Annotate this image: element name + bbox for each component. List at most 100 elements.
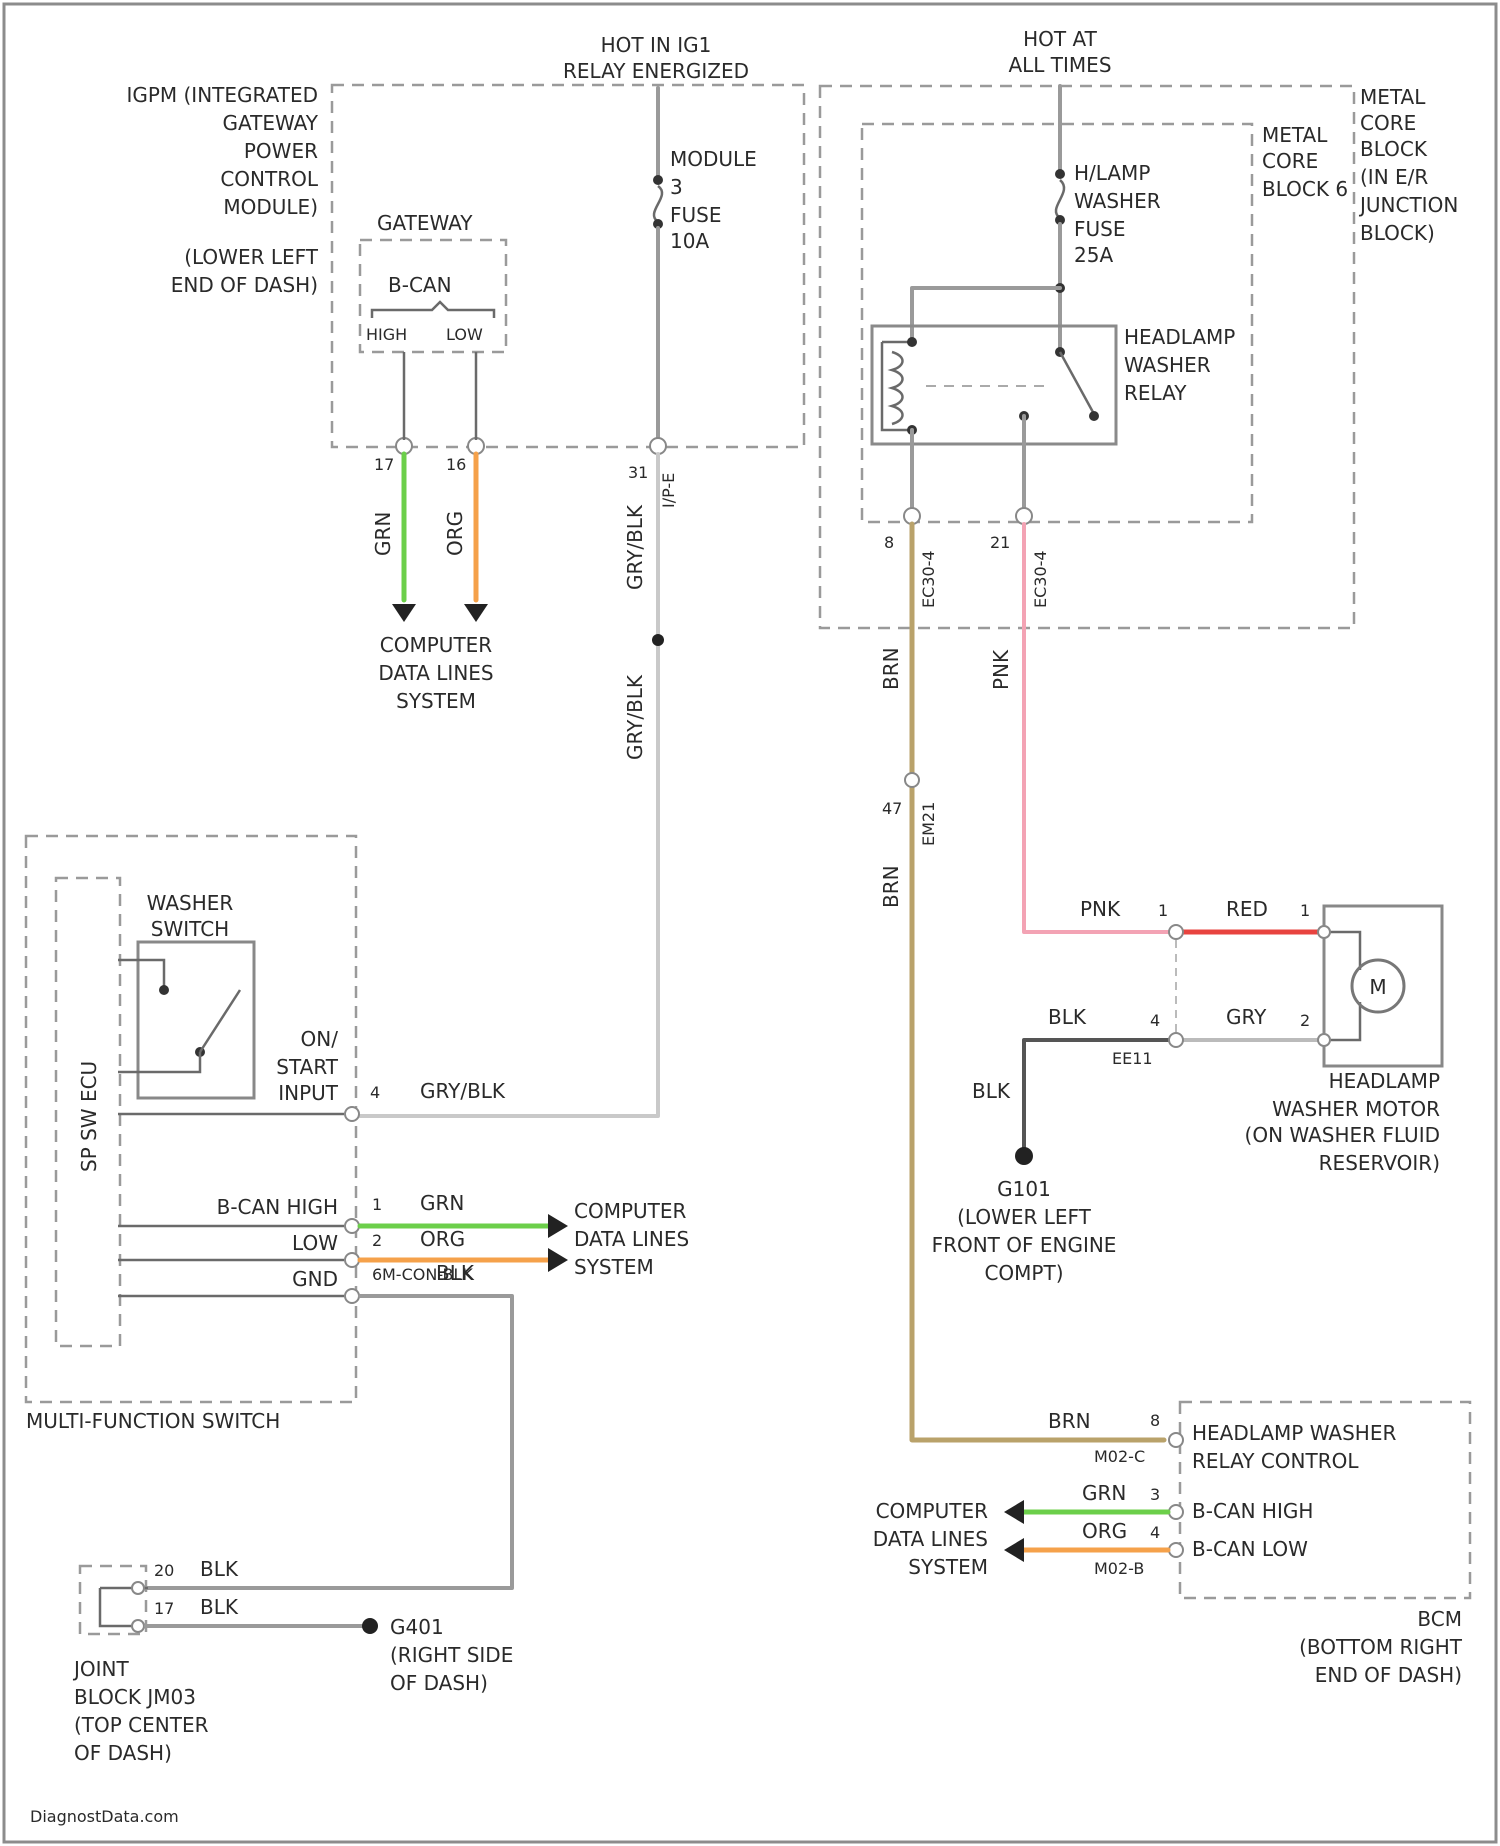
mfs-pin-4: 4 [370, 1083, 380, 1102]
jb-pin-20: 20 [154, 1561, 174, 1580]
hlamp-fuse-symbol [1056, 180, 1064, 218]
bcm-bcan-low: B-CAN LOW [1192, 1537, 1308, 1561]
relay-connector-a: EC30-4 [919, 550, 938, 608]
igpm-module: IGPM (INTEGRATED GATEWAY POWER CONTROL M… [126, 33, 804, 447]
brn-wire-label-bcm: BRN [1048, 1409, 1091, 1433]
computer-data-mid-0: COMPUTER [574, 1199, 687, 1223]
mfs-org-label: ORG [420, 1227, 465, 1251]
motor-connector-name: EE11 [1112, 1049, 1153, 1068]
jb-label-0: JOINT [72, 1657, 130, 1681]
gateway-label: GATEWAY [377, 211, 473, 235]
igpm-ign-pin: 31 [628, 463, 648, 482]
g101-2: FRONT OF ENGINE [932, 1233, 1117, 1257]
red-wire-label: RED [1226, 897, 1268, 921]
computer-data-bcm-1: DATA LINES [873, 1527, 988, 1551]
module-fuse-3: 10A [670, 229, 709, 253]
mfs-feed-label: GRY/BLK [420, 1079, 506, 1103]
washer-switch-1: SWITCH [151, 917, 229, 941]
hlamp-fuse-0: H/LAMP [1074, 161, 1150, 185]
hl-relay-0: HEADLAMP [1124, 325, 1235, 349]
pnk-wire-label-vertical: PNK [989, 649, 1013, 690]
igpm-connectors: 17 16 31 I/P-E [374, 438, 678, 508]
inline-connector [905, 773, 919, 787]
motor-pin-1: 1 [1300, 901, 1310, 920]
connector-pin-1: 1 [1158, 901, 1168, 920]
motor-label-1: WASHER MOTOR [1272, 1097, 1440, 1121]
bcm-grn-label: GRN [1082, 1481, 1126, 1505]
washer-switch-contact [200, 990, 240, 1052]
footer-watermark: DiagnostData.com [30, 1807, 179, 1826]
bcm-connector-b: M02-B [1094, 1559, 1144, 1578]
blk-wire-label-top: BLK [1048, 1005, 1087, 1029]
computer-data-top-1: DATA LINES [378, 661, 493, 685]
on-start-2: INPUT [278, 1081, 339, 1105]
hot-all-0: HOT AT [1023, 27, 1097, 51]
igpm-label-1: GATEWAY [222, 111, 318, 135]
inline-pin: 47 [882, 799, 902, 818]
gateway-low: LOW [446, 325, 483, 344]
bcm-hl-control-1: RELAY CONTROL [1192, 1449, 1359, 1473]
g401-1: (RIGHT SIDE [390, 1643, 513, 1667]
gw-high-pin: 17 [374, 455, 394, 474]
module-fuse-1: 3 [670, 175, 683, 199]
metal-inner-0: METAL [1262, 123, 1328, 147]
washer-switch-box [138, 942, 254, 1098]
metal-core-block: HOT AT ALL TIMES METAL CORE BLOCK (IN E/… [820, 27, 1458, 628]
g101-0: G101 [997, 1177, 1051, 1201]
jb-label-3: OF DASH) [74, 1741, 172, 1765]
hlamp-fuse-3: 25A [1074, 243, 1113, 267]
computer-data-bcm-0: COMPUTER [876, 1499, 989, 1523]
metal-outer-2: BLOCK [1360, 137, 1428, 161]
hot-ign-0: HOT IN IG1 [601, 33, 712, 57]
g401-2: OF DASH) [390, 1671, 488, 1695]
brn-wire-label-mid: BRN [879, 865, 903, 908]
bcm-connector-c: M02-C [1094, 1447, 1145, 1466]
jb-label-1: BLOCK JM03 [74, 1685, 196, 1709]
multi-function-switch: SP SW ECU WASHER SWITCH ON/ START INPUT … [26, 836, 506, 1433]
gw-wire-grn: GRN [371, 512, 395, 556]
hlamp-fuse-1: WASHER [1074, 189, 1161, 213]
pnk-wire-label: PNK [1080, 897, 1121, 921]
mfs-pin-1: 1 [372, 1195, 382, 1214]
inline-connector-name: EM21 [919, 802, 938, 846]
mfs-low: LOW [292, 1231, 338, 1255]
g401-0: G401 [390, 1615, 444, 1639]
bcm-label-2: END OF DASH) [1315, 1663, 1462, 1687]
mfs-label: MULTI-FUNCTION SWITCH [26, 1409, 280, 1433]
bcm-label-0: BCM [1417, 1607, 1462, 1631]
on-start-0: ON/ [301, 1027, 339, 1051]
mfs-wires: 1 2 GRN ORG 6 M-CON-BLK BLK COMPUTER DAT… [148, 1191, 689, 1588]
igpm-connector-name: I/P-E [659, 473, 678, 508]
gw-wire-org: ORG [443, 511, 467, 556]
mfs-bcan-high: B-CAN HIGH [217, 1195, 338, 1219]
mfs-pin-6: 6 [372, 1265, 382, 1284]
bcm-label-1: (BOTTOM RIGHT [1299, 1635, 1463, 1659]
bcm-pin-4: 4 [1150, 1523, 1160, 1542]
g101-3: COMPT) [984, 1261, 1063, 1285]
mfs-pin-2: 2 [372, 1231, 382, 1250]
blk-wire-label-vertical: BLK [972, 1079, 1011, 1103]
gateway-wires: GRN ORG COMPUTER DATA LINES SYSTEM [371, 352, 494, 713]
igpm-location-1: END OF DASH) [171, 273, 318, 297]
igpm-label-3: CONTROL [220, 167, 319, 191]
hl-relay-2: RELAY [1124, 381, 1187, 405]
brn-wire-label-top: BRN [879, 647, 903, 690]
metal-outer-0: METAL [1360, 85, 1426, 109]
relay-pin-b: 21 [990, 533, 1010, 552]
jb-pin-17: 17 [154, 1599, 174, 1618]
relay-connector-b: EC30-4 [1031, 550, 1050, 608]
mfs-blk-label: BLK [436, 1261, 475, 1285]
fuse-node-top [653, 175, 663, 185]
igpm-location-0: (LOWER LEFT [184, 245, 319, 269]
bcan-label: B-CAN [388, 273, 452, 297]
metal-outer-3: (IN E/R [1360, 165, 1428, 189]
metal-outer-4: JUNCTION [1358, 193, 1458, 217]
feed-wire-label-mid: GRY/BLK [623, 674, 647, 760]
jb-label-2: (TOP CENTER [74, 1713, 209, 1737]
bcm-hl-control-0: HEADLAMP WASHER [1192, 1421, 1396, 1445]
module-fuse-2: FUSE [670, 203, 721, 227]
relay-switch [1060, 352, 1094, 414]
gw-low-pin: 16 [446, 455, 466, 474]
bcm-bcan-high: B-CAN HIGH [1192, 1499, 1313, 1523]
igpm-label-4: MODULE) [223, 195, 318, 219]
